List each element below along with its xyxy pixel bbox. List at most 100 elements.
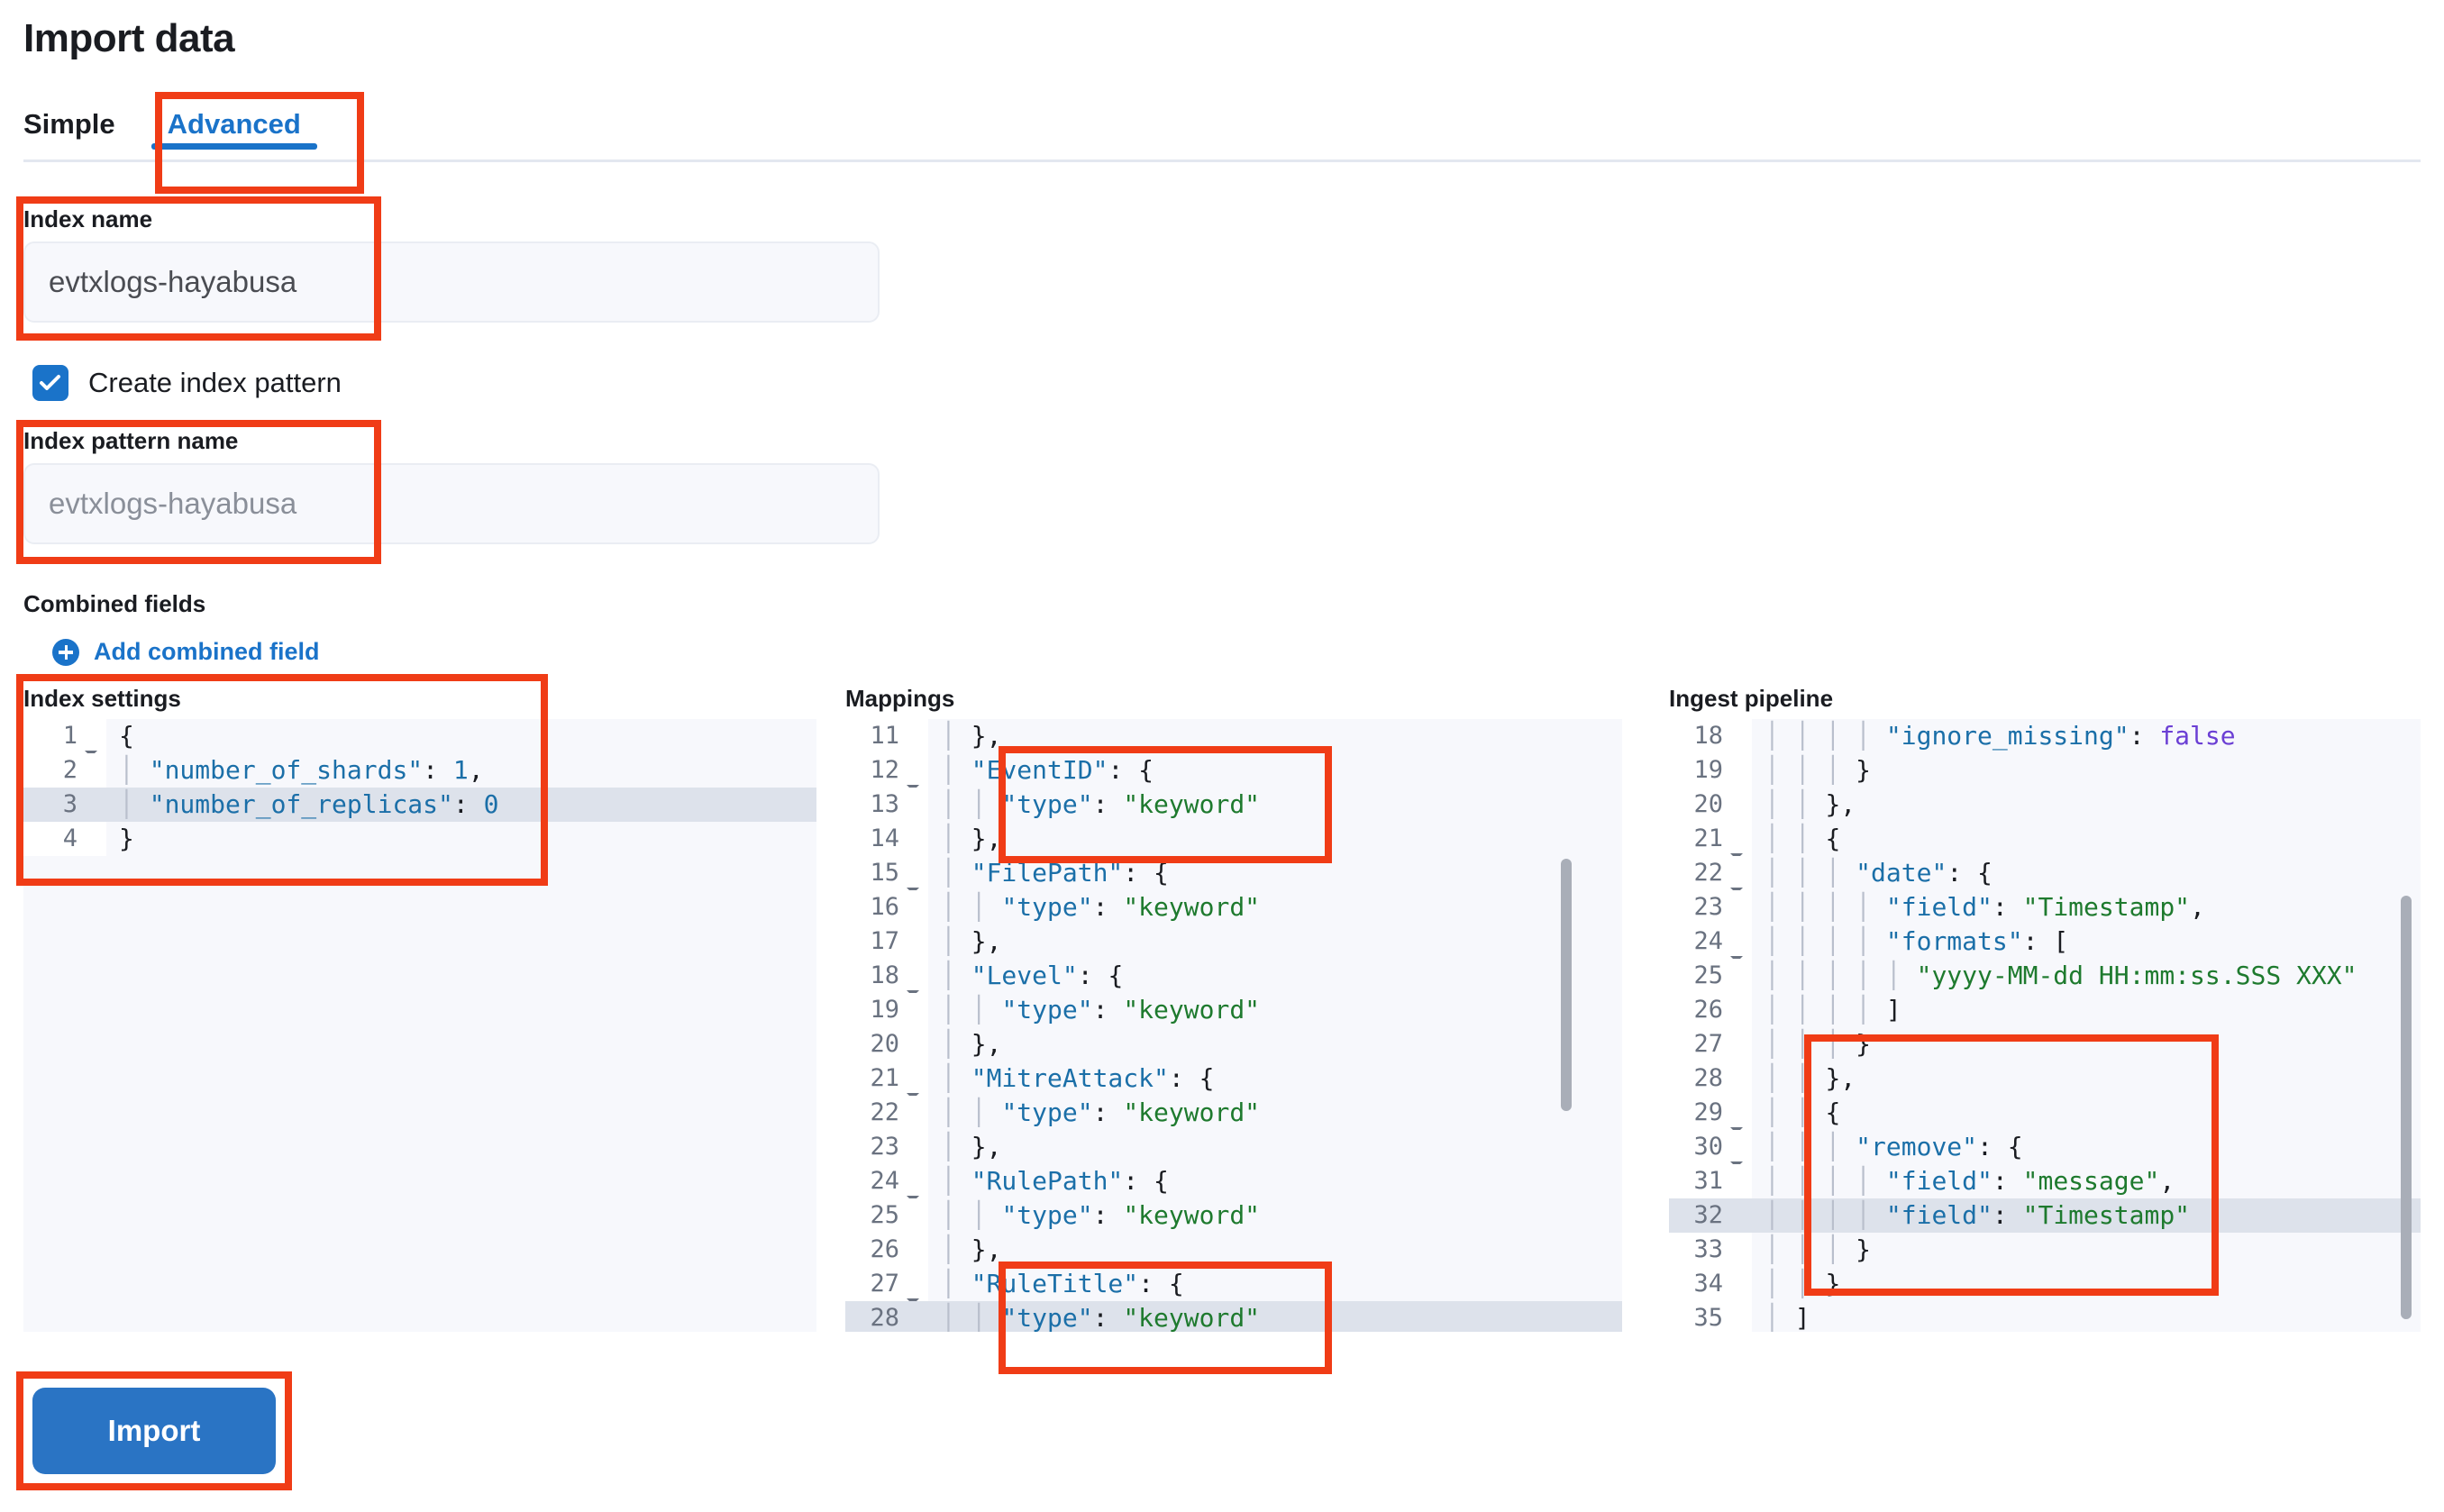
import-button[interactable]: Import [32, 1388, 276, 1474]
line-number: 34 [1669, 1267, 1752, 1301]
editor-code: │ }, [941, 1234, 1002, 1264]
line-number: 24 [1669, 925, 1752, 962]
editor-line[interactable]: 12│ "EventID": { [845, 753, 1622, 791]
editor-line[interactable]: 24│ │ │ │ "formats": [ [1669, 925, 2421, 962]
editor-line[interactable]: 27│ │ │ } [1669, 1027, 2421, 1061]
editor-line[interactable]: 27│ "RuleTitle": { [845, 1267, 1622, 1305]
tab-simple[interactable]: Simple [23, 108, 115, 140]
editor-code: │ │ "type": "keyword" [941, 789, 1261, 819]
mappings-editor[interactable]: 11│ },12│ "EventID": {13│ │ "type": "key… [845, 719, 1622, 1332]
combined-fields-label: Combined fields [23, 590, 206, 617]
editor-line[interactable]: 28│ │ }, [1669, 1061, 2421, 1096]
line-number: 28 [845, 1301, 928, 1332]
editor-code: │ "RulePath": { [941, 1166, 1169, 1196]
editor-line[interactable]: 21│ "MitreAttack": { [845, 1061, 1622, 1099]
editor-line[interactable]: 24 │ "RulePath": { [845, 1164, 1622, 1202]
ingest-pipeline-title: Ingest pipeline [1669, 685, 1834, 712]
line-number: 18 [1669, 719, 1752, 753]
editor-line[interactable]: 25 │ │ │ │ │ "yyyy-MM-dd HH:mm:ss.SSS XXX… [1669, 959, 2421, 993]
editor-code: │ │ │ │ │ "yyyy-MM-dd HH:mm:ss.SSS XXX" [1765, 961, 2357, 990]
editor-line[interactable]: 14│ }, [845, 822, 1622, 856]
editor-code: │ │ }, [1765, 1063, 1856, 1093]
line-number: 3 [23, 788, 106, 822]
tab-advanced[interactable]: Advanced [150, 108, 318, 164]
editor-line[interactable]: 26 │ │ │ │ ] [1669, 993, 2421, 1027]
line-number: 21 [845, 1061, 928, 1099]
line-number: 22 [1669, 856, 1752, 894]
editor-line[interactable]: 31│ │ │ │ "field": "message", [1669, 1164, 2421, 1198]
index-settings-editor[interactable]: 1{2│ "number_of_shards": 1,3│ "number_of… [23, 719, 816, 1332]
line-number: 30 [1669, 1130, 1752, 1168]
editor-line[interactable]: 2│ "number_of_shards": 1, [23, 753, 816, 788]
editor-code: │ │ │ │ ] [1765, 995, 1901, 1025]
editor-code: │ │ │ } [1765, 755, 1872, 785]
editor-line[interactable]: 17 │ }, [845, 925, 1622, 959]
line-number: 12 [845, 753, 928, 791]
page-title: Import data [23, 16, 235, 60]
line-number: 25 [845, 1198, 928, 1233]
editor-line[interactable]: 35 │ ] [1669, 1301, 2421, 1332]
editor-line[interactable]: 11│ }, [845, 719, 1622, 753]
editor-line[interactable]: 4} [23, 822, 816, 856]
editor-line[interactable]: 19│ │ │ } [1669, 753, 2421, 788]
editor-line[interactable]: 30 │ │ │ "remove": { [1669, 1130, 2421, 1168]
line-number: 22 [845, 1096, 928, 1130]
editor-code: { [119, 721, 134, 751]
line-number: 17 [845, 925, 928, 959]
editor-line[interactable]: 25│ │ "type": "keyword" [845, 1198, 1622, 1233]
editor-code: │ }, [941, 1132, 1002, 1161]
line-number: 26 [1669, 993, 1752, 1027]
editor-line[interactable]: 18 │ │ │ │ "ignore_missing": false [1669, 719, 2421, 753]
editor-line[interactable]: 33│ │ │ } [1669, 1233, 2421, 1267]
editor-code: │ │ │ "remove": { [1765, 1132, 2023, 1161]
editor-code: │ }, [941, 824, 1002, 853]
editor-code: │ │ │ │ "ignore_missing": false [1765, 721, 2236, 751]
create-index-pattern-row[interactable]: Create index pattern [32, 365, 342, 401]
editor-line[interactable]: 20│ }, [845, 1027, 1622, 1061]
tab-divider [23, 159, 2421, 162]
editor-line[interactable]: 22 │ │ "type": "keyword" [845, 1096, 1622, 1130]
editor-line[interactable]: 28 │ │ "type": "keyword" [845, 1301, 1622, 1332]
editor-line[interactable]: 20│ │ }, [1669, 788, 2421, 822]
editor-line[interactable]: 19│ │ "type": "keyword" [845, 993, 1622, 1027]
editor-code: │ }, [941, 721, 1002, 751]
editor-line[interactable]: 16│ │ "type": "keyword" [845, 890, 1622, 925]
editor-code: │ "RuleTitle": { [941, 1269, 1184, 1298]
editor-code: } [119, 824, 134, 853]
line-number: 20 [1669, 788, 1752, 822]
line-number: 25 [1669, 959, 1752, 993]
editor-line[interactable]: 1{ [23, 719, 816, 757]
editor-line[interactable]: 3│ "number_of_replicas": 0 [23, 788, 816, 822]
line-number: 18 [845, 959, 928, 997]
editor-line[interactable]: 18│ "Level": { [845, 959, 1622, 997]
editor-line[interactable]: 29│ │ { [1669, 1096, 2421, 1134]
editor-line[interactable]: 26│ }, [845, 1233, 1622, 1267]
editor-code: │ }, [941, 926, 1002, 956]
editor-code: │ }, [941, 1029, 1002, 1059]
index-pattern-name-input[interactable]: evtxlogs-hayabusa [23, 463, 880, 544]
editor-code: │ │ "type": "keyword" [941, 1098, 1261, 1127]
editor-line[interactable]: 34│ │ } [1669, 1267, 2421, 1301]
line-number: 32 [1669, 1198, 1752, 1233]
mappings-scrollbar[interactable] [1561, 859, 1572, 1111]
index-pattern-name-label: Index pattern name [23, 427, 239, 454]
editor-line[interactable]: 22│ │ │ "date": { [1669, 856, 2421, 894]
editor-line[interactable]: 13│ │ "type": "keyword" [845, 788, 1622, 822]
editor-code: │ │ "type": "keyword" [941, 1303, 1261, 1332]
editor-line[interactable]: 21│ │ { [1669, 822, 2421, 860]
line-number: 24 [845, 1164, 928, 1202]
add-combined-field-button[interactable]: Add combined field [52, 638, 320, 666]
editor-line[interactable]: 23 │ }, [845, 1130, 1622, 1164]
line-number: 35 [1669, 1301, 1752, 1332]
editor-code: │ ] [1765, 1303, 1810, 1332]
editor-line[interactable]: 32│ │ │ │ "field": "Timestamp" [1669, 1198, 2421, 1233]
editor-line[interactable]: 15│ "FilePath": { [845, 856, 1622, 894]
index-name-input[interactable]: evtxlogs-hayabusa [23, 241, 880, 323]
line-number: 23 [845, 1130, 928, 1164]
checkbox-checked-icon[interactable] [32, 365, 68, 401]
ingest-pipeline-scrollbar[interactable] [2401, 896, 2412, 1319]
editor-line[interactable]: 23│ │ │ │ "field": "Timestamp", [1669, 890, 2421, 925]
editor-code: │ │ { [1765, 824, 1841, 853]
line-number: 15 [845, 856, 928, 894]
